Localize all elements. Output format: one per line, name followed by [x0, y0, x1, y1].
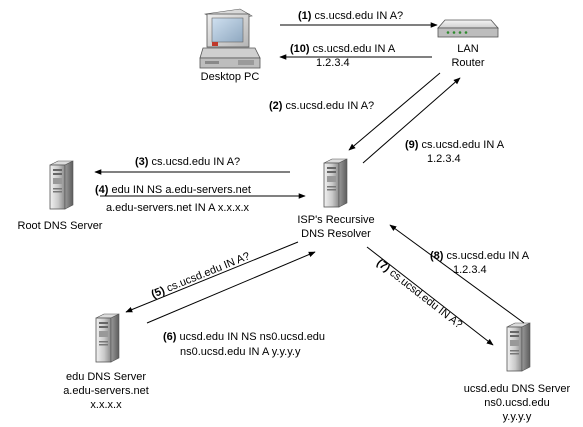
resolver-label-line2: DNS Resolver [301, 228, 371, 240]
msg-4-line2: a.edu-servers.net IN A x.x.x.x [106, 202, 250, 214]
desktop-pc-label: Desktop PC [201, 71, 260, 83]
arrow-6 [146, 251, 316, 324]
msg-6-line1: (6) ucsd.edu IN NS ns0.ucsd.edu [163, 331, 325, 343]
msg-1-label: (1) cs.ucsd.edu IN A? [298, 10, 403, 22]
recursive-resolver-server-icon [323, 158, 348, 208]
msg-10-line2: 1.2.3.4 [316, 57, 350, 69]
msg-9-line2: 1.2.3.4 [427, 153, 461, 165]
msg-9-line1: (9) cs.ucsd.edu IN A [405, 139, 505, 151]
edu-dns-label-line1: edu DNS Server [66, 371, 146, 383]
arrows [94, 22, 525, 346]
ucsd-dns-label-line1: ucsd.edu DNS Server [464, 383, 571, 395]
arrow-8 [389, 224, 525, 324]
arrow-2 [348, 72, 441, 151]
arrow-7 [366, 246, 494, 346]
ucsd-dns-label-line3: y.y.y.y [503, 411, 532, 423]
msg-4-line1: (4) edu IN NS a.edu-servers.net [95, 184, 251, 196]
svg-text:(5) cs.ucsd.edu IN A?: (5) cs.ucsd.edu IN A? [150, 250, 252, 301]
edu-dns-label-line3: x.x.x.x [90, 399, 122, 411]
root-dns-label: Root DNS Server [18, 220, 103, 232]
resolver-label-line1: ISP's Recursive [297, 214, 374, 226]
msg-7-label: (7) cs.ucsd.edu IN A? [374, 257, 464, 331]
router-icon [437, 19, 499, 38]
root-dns-server-icon [49, 160, 74, 210]
arrow-9 [362, 77, 461, 164]
msg-2-label: (2) cs.ucsd.edu IN A? [269, 100, 374, 112]
router-label-line2: Router [451, 57, 484, 69]
msg-10-line1: (10) cs.ucsd.edu IN A [290, 43, 396, 55]
arrow-5 [125, 241, 299, 313]
edu-dns-server-icon [95, 313, 120, 363]
msg-3-label: (3) cs.ucsd.edu IN A? [135, 156, 240, 168]
edu-dns-label-line2: a.edu-servers.net [63, 385, 149, 397]
router-label-line1: LAN [457, 43, 478, 55]
msg-8-line2: 1.2.3.4 [453, 264, 487, 276]
msg-6-line2: ns0.ucsd.edu IN A y.y.y.y [180, 346, 301, 358]
msg-8-line1: (8) cs.ucsd.edu IN A [430, 250, 530, 262]
ucsd-dns-server-icon [506, 322, 531, 372]
ucsd-dns-label-line2: ns0.ucsd.edu [484, 397, 549, 409]
msg-5-label: (5) cs.ucsd.edu IN A? [150, 250, 252, 301]
svg-text:(7) cs.ucsd.edu IN A?: (7) cs.ucsd.edu IN A? [374, 257, 464, 331]
desktop-pc-icon [199, 8, 261, 69]
